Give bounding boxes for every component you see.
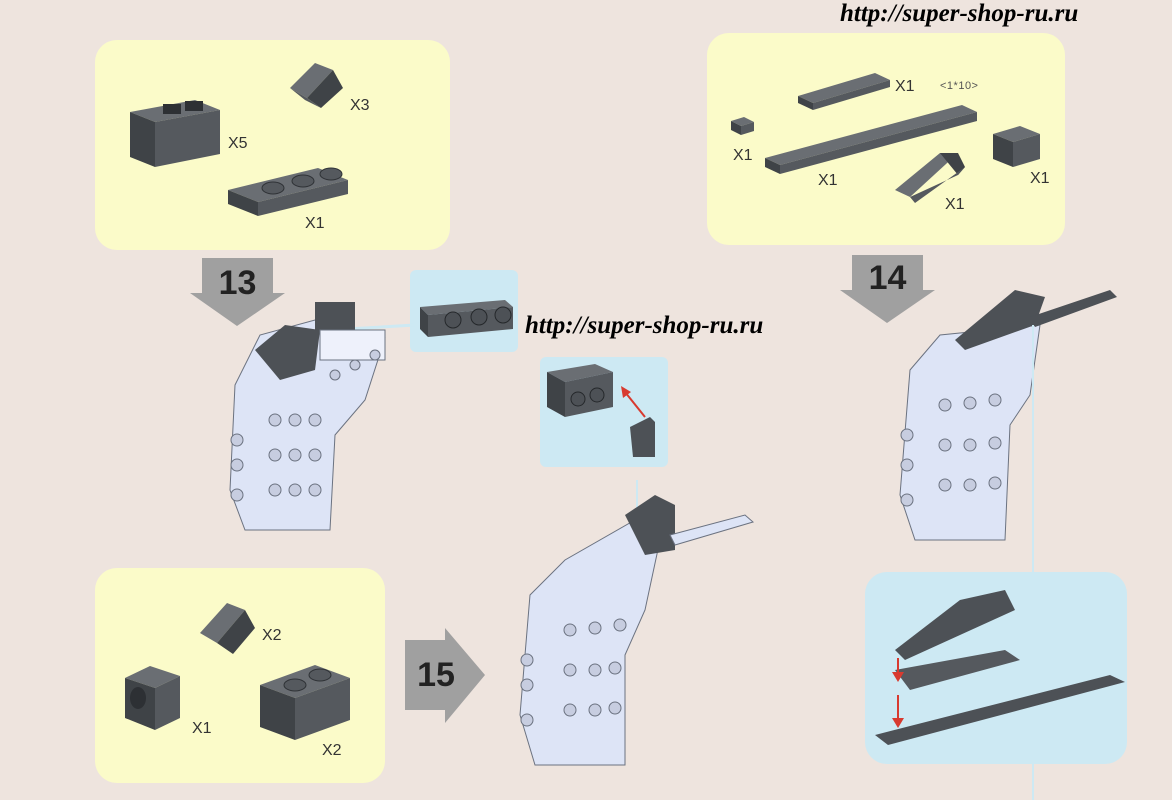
red-arrow-icon (624, 391, 646, 418)
plate-1x3-inset-part (420, 300, 513, 337)
step-13-number: 13 (218, 264, 257, 302)
tile-1x1-qty: X1 (733, 147, 753, 164)
brick-1x2-qty-step-14: X1 (1030, 170, 1050, 187)
plate-1x4-qty: X1 (895, 78, 915, 95)
brick-round-part (125, 666, 180, 730)
model-step-14 (899, 290, 1117, 800)
brick-1x2-part-step-15 (260, 665, 350, 740)
step-14-arrow: 14 (840, 255, 935, 323)
plate-1x10-spec: <1*10> (940, 80, 979, 92)
red-arrow-icon (892, 672, 904, 682)
plate-qty: X1 (305, 215, 325, 232)
step-14-inset-parts (875, 590, 1125, 745)
tile-1x1-part (731, 117, 754, 135)
step-15-arrow: 15 (405, 628, 485, 723)
red-arrow-icon (892, 718, 904, 728)
arrow-down-icon (840, 255, 935, 323)
slope-qty: X3 (350, 97, 370, 114)
brick-2x2-part (130, 100, 220, 167)
step-15-number: 15 (417, 656, 455, 694)
model-step-15 (519, 480, 755, 766)
brick-qty: X5 (228, 135, 248, 152)
brick-round-qty: X1 (192, 720, 212, 737)
slope-long-qty: X1 (945, 196, 965, 213)
plate-1x3-part (228, 167, 348, 216)
brick-1x2-part-step-14 (993, 126, 1040, 167)
plate-1x10-qty: X1 (818, 172, 838, 189)
plate-1x10-part (765, 105, 977, 174)
step-15-inset-parts (547, 364, 655, 457)
slope-part-step-15 (200, 603, 255, 654)
watermark-top: http://super-shop-ru.ru (840, 0, 1079, 27)
watermark-middle: http://super-shop-ru.ru (525, 312, 764, 339)
step-14-number: 14 (868, 259, 907, 297)
slope-part (290, 63, 343, 108)
slope-long-part (895, 153, 965, 203)
model-step-13 (229, 302, 416, 531)
arrow-right-icon (405, 628, 485, 723)
brick-1x2-qty-step-15: X2 (322, 742, 342, 759)
plate-1x4-part (798, 73, 890, 110)
step-13-arrow: 13 (190, 258, 285, 326)
arrow-down-icon (190, 258, 285, 326)
slope-qty-step-15: X2 (262, 627, 282, 644)
